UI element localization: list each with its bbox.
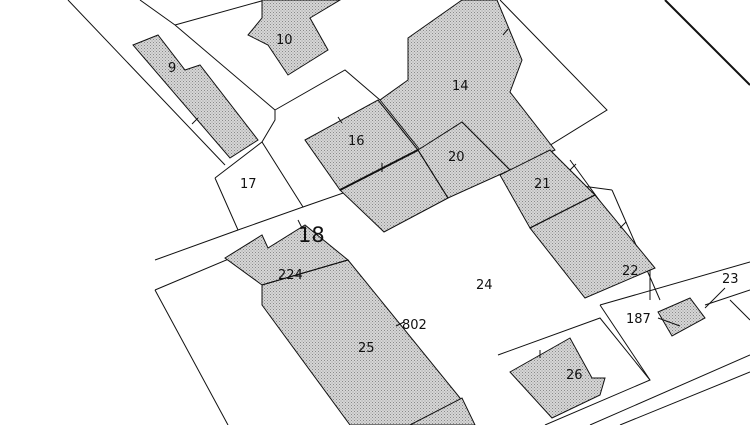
label-22: 22	[622, 264, 639, 279]
label-224: 224	[278, 268, 303, 283]
label-10: 10	[276, 33, 293, 48]
label-24: 24	[476, 278, 493, 293]
leader-187	[657, 317, 681, 327]
boundary-east-edge	[704, 289, 750, 306]
tick-21	[569, 163, 577, 171]
boundary-north-west	[139, 0, 176, 26]
label-21: 21	[534, 177, 551, 192]
tick-9	[191, 117, 199, 125]
label-26: 26	[566, 368, 583, 383]
boundary-far-east	[729, 299, 750, 321]
building-187	[657, 297, 706, 337]
building-25-east-strip	[409, 397, 476, 425]
buildings	[132, 0, 706, 425]
label-9: 9	[168, 61, 176, 76]
boundary-connector-17	[261, 110, 276, 143]
label-187: 187	[626, 312, 651, 327]
boundary-road-south-2	[619, 371, 750, 425]
label-17: 17	[240, 177, 257, 192]
boundary-road-south	[589, 354, 750, 425]
boundary-middle-line	[154, 229, 239, 261]
divider-14-16	[377, 99, 419, 151]
label-14: 14	[452, 79, 469, 94]
label-802: 802	[402, 318, 427, 333]
tick-224	[297, 219, 303, 229]
boundary-north	[174, 0, 266, 26]
divider-16-south	[339, 149, 419, 191]
building-9	[132, 34, 259, 159]
boundary-south-west-edge	[154, 289, 229, 425]
boundary-parcel-14-west	[174, 24, 276, 111]
label-16: 16	[348, 134, 365, 149]
label-18: 18	[298, 223, 325, 247]
building-10	[247, 0, 341, 76]
tick-16-north	[337, 116, 343, 124]
boundary-26-parcel	[497, 317, 651, 425]
boundary-23-line	[599, 261, 750, 306]
dividers	[191, 28, 726, 358]
label-20: 20	[448, 150, 465, 165]
divider-224-25	[261, 259, 349, 286]
building-26	[509, 337, 606, 419]
boundary-diagonal-upper	[274, 69, 381, 111]
leader-802	[395, 321, 405, 327]
road-edge-northwest	[67, 0, 226, 166]
divider-21-22	[529, 194, 596, 229]
tick-14	[502, 28, 509, 36]
boundary-187-south	[599, 304, 651, 381]
leader-23	[704, 287, 726, 309]
boundary-northeast-road	[664, 0, 750, 86]
divider-16-20	[417, 149, 449, 199]
parcel-labels: 9 10 14 16 17 18 20 21 22 23 24 25 26 18…	[168, 33, 739, 383]
label-25: 25	[358, 341, 375, 356]
label-23: 23	[722, 272, 739, 287]
tick-22	[619, 221, 627, 229]
